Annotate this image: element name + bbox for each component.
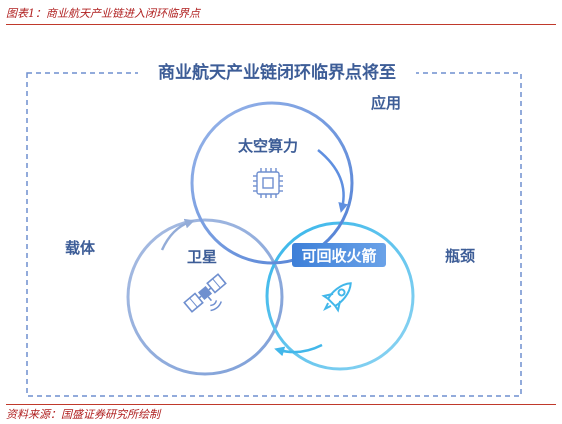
- dashed-frame: [26, 72, 522, 397]
- rocket-icon: [321, 282, 352, 313]
- arrow-rocket-to-satellite: [274, 343, 323, 357]
- compute-ring: [190, 101, 354, 265]
- source-note: 资料来源：国盛证券研究所绘制: [6, 408, 160, 421]
- label-carrier: 载体: [65, 239, 96, 257]
- chip-icon: [253, 168, 283, 198]
- label-bottleneck: 瓶颈: [445, 247, 475, 265]
- arrow-compute-to-rocket: [317, 149, 349, 213]
- figure-caption: 图表1：商业航天产业链进入闭环临界点: [6, 7, 200, 20]
- arrow-satellite-to-compute: [160, 218, 195, 251]
- top-divider: [6, 24, 556, 25]
- circle-label-rocket: 可回收火箭: [301, 247, 376, 265]
- bottom-divider: [6, 404, 556, 405]
- title-backing: [138, 60, 416, 84]
- circle-label-satellite: 卫星: [187, 248, 217, 266]
- satellite-icon: [183, 273, 227, 313]
- diagram-title: 商业航天产业链闭环临界点将至: [158, 62, 396, 83]
- rocket-label-backing: [292, 243, 386, 267]
- label-application: 应用: [371, 94, 401, 112]
- satellite-ring: [126, 218, 284, 376]
- circle-label-compute: 太空算力: [238, 137, 298, 155]
